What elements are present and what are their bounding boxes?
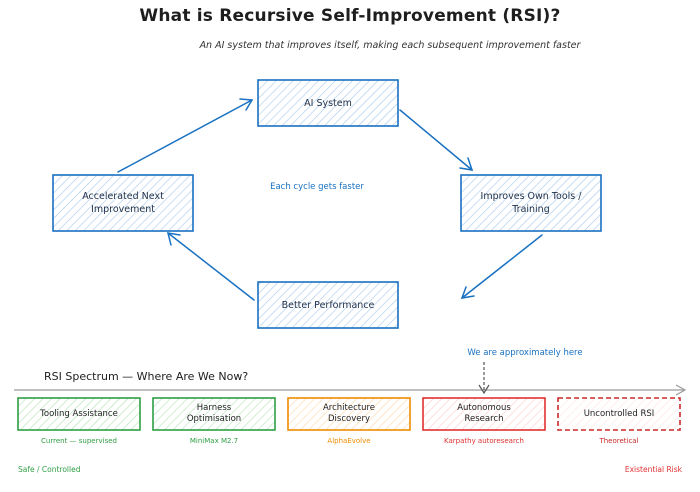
node-ai-system-box: [257, 79, 399, 127]
arrow-accelerated-to-ai-head: [239, 98, 254, 111]
stage-1-caption: Current — supervised: [41, 437, 117, 445]
stage-2-label: Harness Optimisation: [186, 403, 242, 424]
arrow-improves-to-performance-head: [460, 286, 475, 299]
stage-5-label: Uncontrolled RSI: [583, 408, 655, 419]
spectrum-left-end-label: Safe / Controlled: [18, 465, 81, 474]
arrow-ai-to-improves: [399, 109, 473, 171]
node-better-performance-box: [257, 281, 399, 329]
arrow-performance-to-accelerated-head: [166, 232, 181, 246]
stage-5-box: [557, 397, 681, 431]
node-accelerated-next-box: [52, 174, 194, 232]
stage-3-label: Architecture Discovery: [322, 403, 376, 424]
node-better-performance-label: Better Performance: [281, 299, 375, 311]
stage-1-box: [17, 397, 141, 431]
stage-3-box: [287, 397, 411, 431]
node-improves-own-box: [460, 174, 602, 232]
here-marker-arrow-head: [478, 384, 490, 395]
cycle-center-note: Each cycle gets faster: [270, 182, 364, 192]
stage-5-caption: Theoretical: [599, 437, 639, 445]
stage-2-box: [152, 397, 276, 431]
node-accelerated-next-label: Accelerated Next Improvement: [82, 191, 164, 215]
page-title: What is Recursive Self-Improvement (RSI)…: [139, 6, 561, 26]
arrow-improves-to-performance: [461, 234, 543, 299]
node-improves-own-label: Improves Own Tools / Training: [480, 191, 582, 215]
stage-2-caption: MiniMax M2.7: [189, 437, 239, 445]
arrow-ai-to-improves-head: [459, 157, 474, 171]
spectrum-title: RSI Spectrum — Where Are We Now?: [44, 370, 249, 383]
arrow-performance-to-accelerated: [167, 232, 255, 301]
page-subtitle: An AI system that improves itself, makin…: [199, 40, 581, 51]
arrow-accelerated-to-ai: [117, 99, 253, 173]
spectrum-axis-head: [675, 384, 687, 396]
spectrum-right-end-label: Existential Risk: [624, 465, 682, 474]
stage-4-caption: Karpathy autoresearch: [444, 437, 524, 445]
stage-4-label: Autonomous Research: [457, 403, 511, 424]
stage-4-box: [422, 397, 546, 431]
here-marker-label: We are approximately here: [467, 348, 583, 358]
stage-1-label: Tooling Assistance: [40, 408, 118, 419]
stage-3-caption: AlphaEvolve: [327, 437, 371, 445]
node-ai-system-label: AI System: [304, 97, 352, 109]
